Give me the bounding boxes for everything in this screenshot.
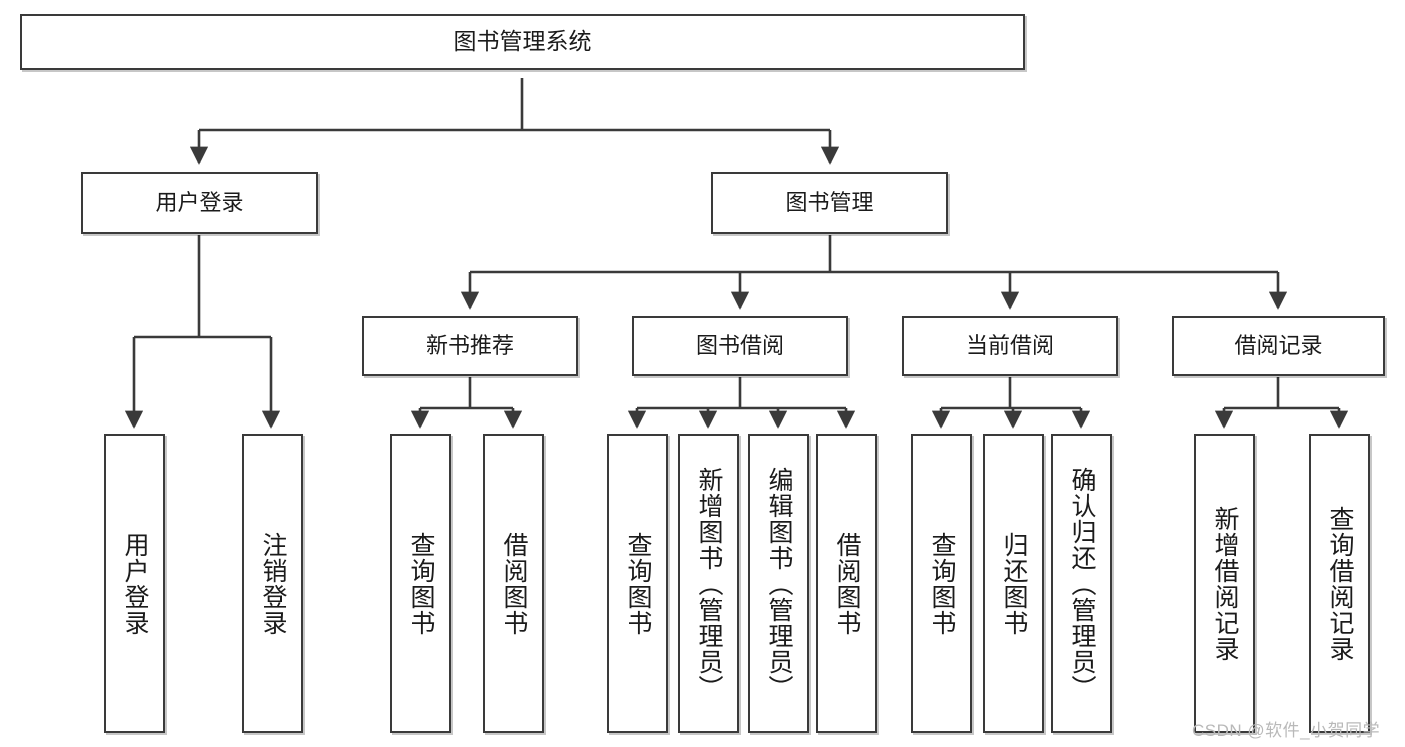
node-user-login[interactable]: 用户登录	[81, 172, 318, 234]
node-leaf-borrow-book-1[interactable]: 借阅图书	[483, 434, 544, 733]
node-leaf-return-book[interactable]: 归还图书	[983, 434, 1044, 733]
node-leaf-edit-book-admin[interactable]: 编辑图书（管理员）	[748, 434, 809, 733]
node-label: 用户登录	[121, 531, 149, 636]
node-label: 借阅图书	[833, 531, 861, 636]
node-leaf-query-borrow-record[interactable]: 查询借阅记录	[1309, 434, 1370, 733]
node-label: 新增图书（管理员）	[695, 466, 723, 701]
node-label: 图书借阅	[695, 333, 784, 359]
node-leaf-query-book-2[interactable]: 查询图书	[607, 434, 668, 733]
node-label: 编辑图书（管理员）	[765, 466, 793, 701]
node-leaf-confirm-return-admin[interactable]: 确认归还（管理员）	[1051, 434, 1112, 733]
node-leaf-query-book-3[interactable]: 查询图书	[911, 434, 972, 733]
node-leaf-add-borrow-record[interactable]: 新增借阅记录	[1194, 434, 1255, 733]
node-book-borrow[interactable]: 图书借阅	[632, 316, 848, 376]
node-label: 查询图书	[407, 531, 435, 636]
node-label: 新书推荐	[425, 333, 514, 359]
node-label: 当前借阅	[965, 333, 1054, 359]
node-borrow-records[interactable]: 借阅记录	[1172, 316, 1385, 376]
node-label: 确认归还（管理员）	[1068, 466, 1096, 701]
node-new-book-recommendation[interactable]: 新书推荐	[362, 316, 578, 376]
node-leaf-query-book-1[interactable]: 查询图书	[390, 434, 451, 733]
node-root[interactable]: 图书管理系统	[20, 14, 1025, 70]
node-label: 借阅图书	[500, 531, 528, 636]
node-label: 归还图书	[1000, 531, 1028, 636]
node-leaf-add-book-admin[interactable]: 新增图书（管理员）	[678, 434, 739, 733]
node-label: 用户登录	[155, 190, 244, 216]
node-label: 查询借阅记录	[1326, 505, 1354, 662]
node-leaf-logout[interactable]: 注销登录	[242, 434, 303, 733]
node-label: 查询图书	[624, 531, 652, 636]
node-label: 图书管理系统	[453, 28, 592, 55]
node-label: 借阅记录	[1234, 333, 1323, 359]
node-label: 注销登录	[259, 531, 287, 636]
node-book-management[interactable]: 图书管理	[711, 172, 948, 234]
node-label: 图书管理	[785, 190, 874, 216]
node-label: 新增借阅记录	[1211, 505, 1239, 662]
node-leaf-borrow-book-2[interactable]: 借阅图书	[816, 434, 877, 733]
node-current-borrow[interactable]: 当前借阅	[902, 316, 1118, 376]
node-label: 查询图书	[928, 531, 956, 636]
node-leaf-user-login[interactable]: 用户登录	[104, 434, 165, 733]
